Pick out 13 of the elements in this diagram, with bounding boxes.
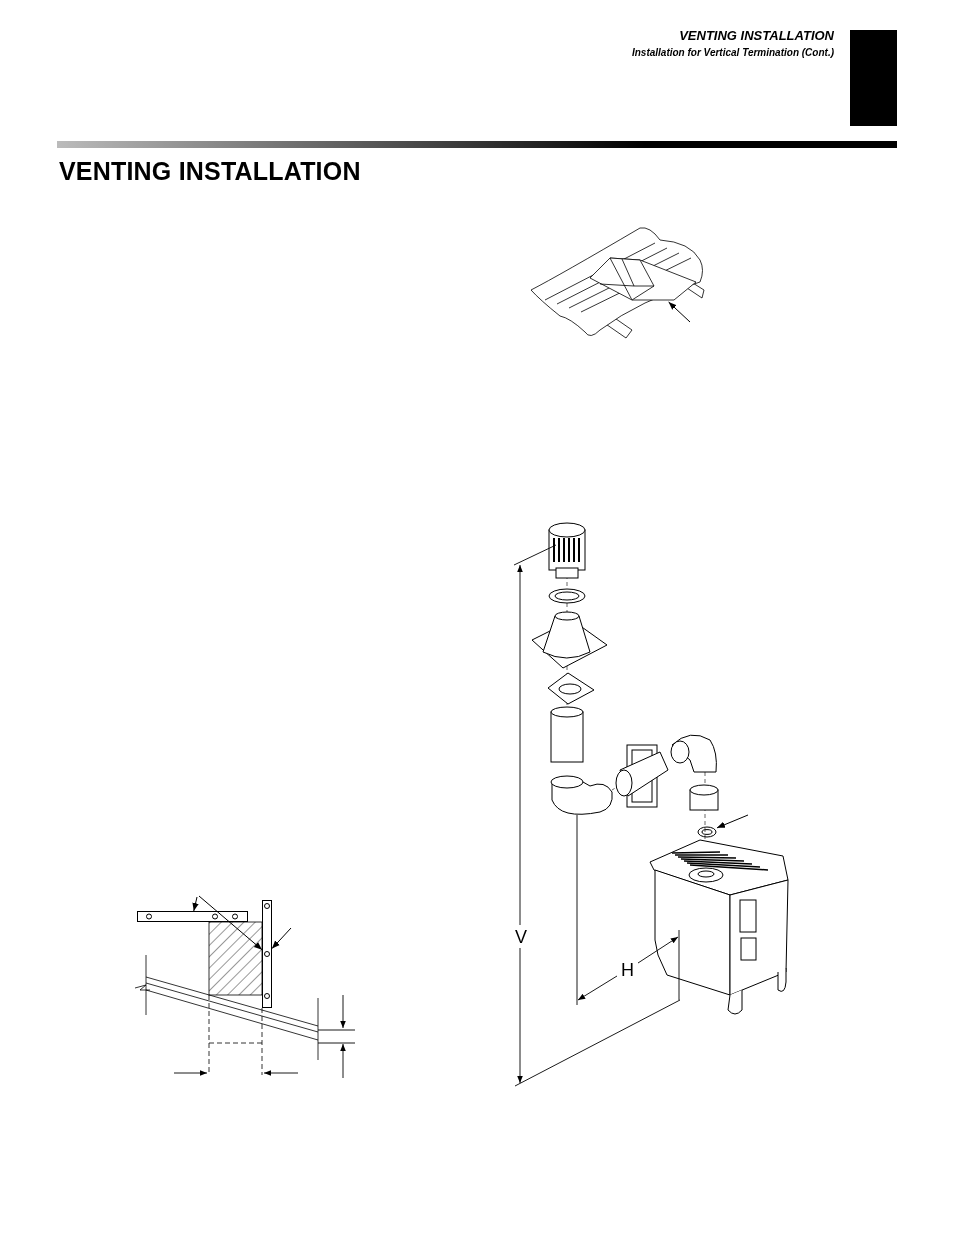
section-heading: VENTING INSTALLATION <box>679 28 834 43</box>
gasket-ring <box>697 826 717 838</box>
dimension-label: V <box>514 928 528 946</box>
leader-arrow <box>198 895 263 951</box>
leader-arrow <box>668 301 691 323</box>
dimension-label: H <box>620 961 635 979</box>
leader-arrow <box>192 896 199 912</box>
leader-arrow <box>271 927 292 950</box>
leader-arrow <box>716 814 749 829</box>
page-title: VENTING INSTALLATION <box>59 157 361 186</box>
firestop-plate <box>262 900 272 1008</box>
section-subheading: Installation for Vertical Termination (Cont.) <box>631 47 834 58</box>
firestop-plate <box>137 911 248 922</box>
